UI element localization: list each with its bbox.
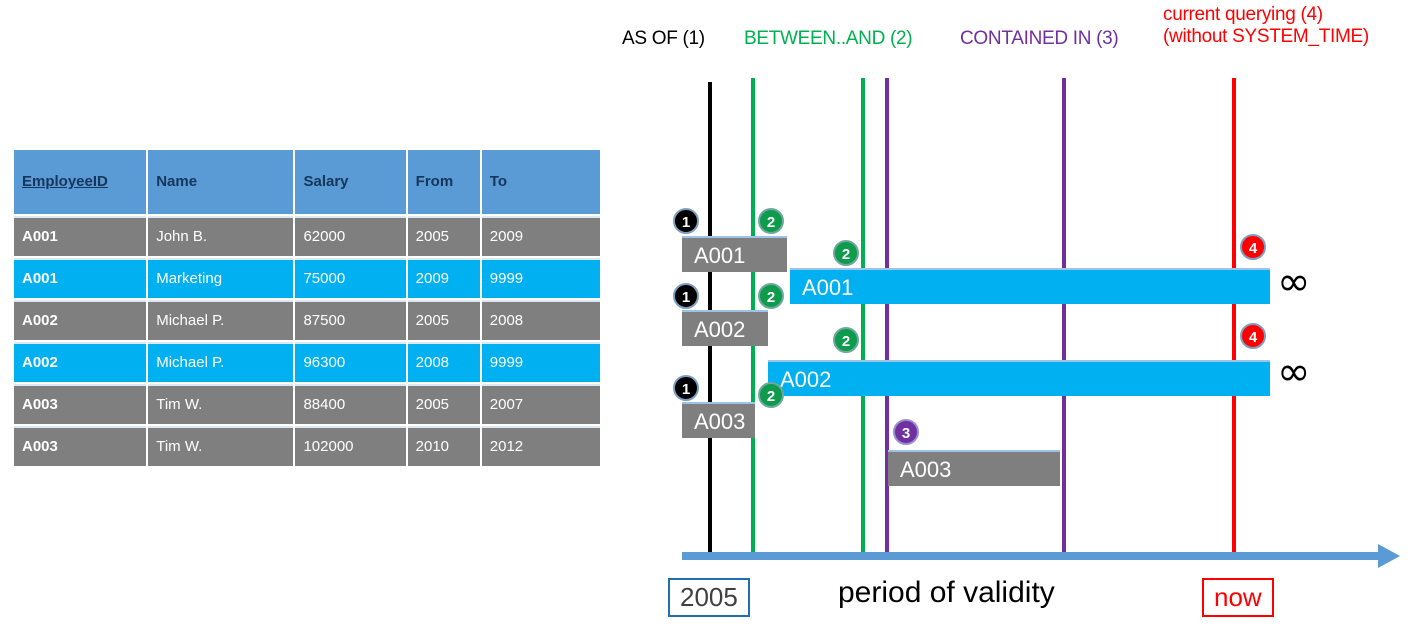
infinity-icon: ∞ xyxy=(1277,259,1311,305)
column-header-name: Name xyxy=(148,150,294,214)
query-badge-1: 1 xyxy=(673,283,699,309)
table-cell-name: Michael P. xyxy=(148,342,294,382)
legend-current-line1: current querying (4) xyxy=(1163,4,1323,25)
table-cell-from: 2005 xyxy=(407,384,480,424)
column-header-employeeid: EmployeeID xyxy=(14,150,147,214)
legend-current-line2: (without SYSTEM_TIME) xyxy=(1163,25,1369,47)
table-cell-from: 2005 xyxy=(407,216,480,256)
contained-end-line xyxy=(1062,78,1066,560)
legend-between-and: BETWEEN..AND (2) xyxy=(744,28,913,49)
table-cell-employeeid: A003 xyxy=(14,426,147,466)
timeline-axis xyxy=(682,552,1382,560)
table-cell-name: Michael P. xyxy=(148,300,294,340)
axis-now-label: now xyxy=(1202,578,1274,617)
table-cell-from: 2010 xyxy=(407,426,480,466)
table-cell-name: John B. xyxy=(148,216,294,256)
table-cell-to: 9999 xyxy=(481,342,600,382)
table-cell-name: Marketing xyxy=(148,258,294,298)
table-cell-from: 2005 xyxy=(407,300,480,340)
legend-current-querying: current querying (4) (without SYSTEM_TIM… xyxy=(1163,4,1369,48)
infinity-icon: ∞ xyxy=(1277,349,1311,395)
table-cell-to: 9999 xyxy=(481,258,600,298)
query-badge-1: 1 xyxy=(673,208,699,234)
table-cell-employeeid: A002 xyxy=(14,300,147,340)
table-cell-salary: 96300 xyxy=(295,342,406,382)
query-badge-2: 2 xyxy=(833,240,859,266)
between-end-line xyxy=(861,78,865,560)
table-cell-from: 2009 xyxy=(407,258,480,298)
validity-bar-a001: A001 xyxy=(790,268,1270,304)
query-badge-4: 4 xyxy=(1240,234,1266,260)
column-header-from: From xyxy=(407,150,480,214)
query-badge-2: 2 xyxy=(758,208,784,234)
table-cell-employeeid: A001 xyxy=(14,216,147,256)
table-cell-to: 2009 xyxy=(481,216,600,256)
query-badge-4: 4 xyxy=(1240,323,1266,349)
column-header-salary: Salary xyxy=(295,150,406,214)
table-cell-salary: 88400 xyxy=(295,384,406,424)
timeline-arrow-icon xyxy=(1378,544,1400,568)
query-badge-1: 1 xyxy=(673,375,699,401)
query-badge-2: 2 xyxy=(758,283,784,309)
table-header-row: EmployeeID Name Salary From To xyxy=(14,150,600,214)
table-cell-employeeid: A003 xyxy=(14,384,147,424)
table-cell-employeeid: A001 xyxy=(14,258,147,298)
table-cell-name: Tim W. xyxy=(148,384,294,424)
table-cell-to: 2012 xyxy=(481,426,600,466)
axis-title: period of validity xyxy=(838,576,1055,609)
validity-bar-a003: A003 xyxy=(682,402,755,438)
legend-as-of: AS OF (1) xyxy=(622,28,705,49)
column-header-to: To xyxy=(481,150,600,214)
validity-bar-a002: A002 xyxy=(682,310,768,346)
now-line xyxy=(1232,78,1236,560)
contained-start-line xyxy=(885,78,889,560)
axis-start-year-label: 2005 xyxy=(668,578,750,617)
validity-bar-a002: A002 xyxy=(768,360,1270,396)
query-badge-3: 3 xyxy=(893,419,919,445)
table-cell-from: 2008 xyxy=(407,342,480,382)
table-cell-salary: 75000 xyxy=(295,258,406,298)
validity-bar-a001: A001 xyxy=(682,236,787,272)
table-cell-salary: 87500 xyxy=(295,300,406,340)
table-cell-to: 2007 xyxy=(481,384,600,424)
query-badge-2: 2 xyxy=(758,382,784,408)
table-cell-to: 2008 xyxy=(481,300,600,340)
validity-bar-a003: A003 xyxy=(888,450,1060,486)
table-cell-salary: 102000 xyxy=(295,426,406,466)
table-cell-salary: 62000 xyxy=(295,216,406,256)
table-cell-name: Tim W. xyxy=(148,426,294,466)
legend-contained-in: CONTAINED IN (3) xyxy=(960,28,1119,49)
table-cell-employeeid: A002 xyxy=(14,342,147,382)
query-badge-2: 2 xyxy=(833,327,859,353)
